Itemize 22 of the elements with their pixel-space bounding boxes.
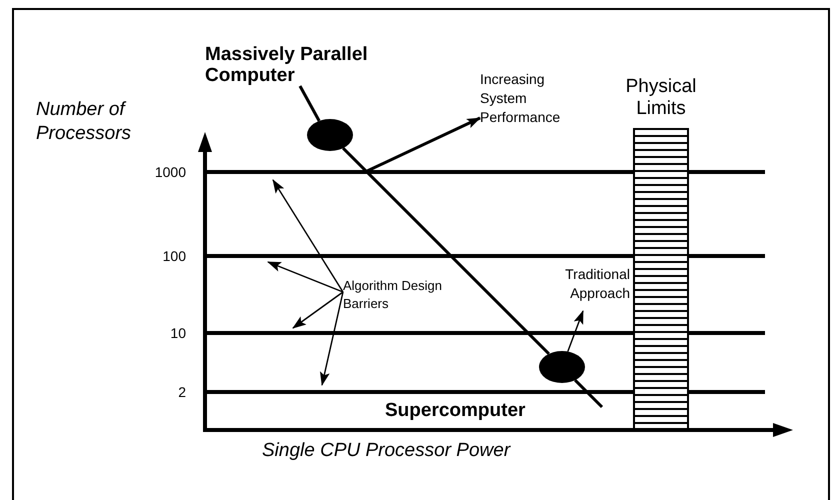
arrow — [320, 292, 344, 386]
text-label: Increasing System Performance — [480, 70, 580, 136]
arrow — [567, 310, 584, 352]
text-label: Traditional Approach — [528, 265, 630, 311]
text-label: Massively Parallel Computer — [205, 44, 390, 86]
connector-line — [342, 147, 550, 355]
connector-line — [298, 85, 320, 122]
axis-label: Number of Processors — [36, 98, 132, 146]
text-label: Algorithm Design Barriers — [343, 277, 443, 315]
tick-label: 1000 — [154, 163, 186, 182]
connector-line — [574, 379, 604, 408]
text-label: Supercomputer — [385, 398, 585, 424]
arrow — [292, 291, 344, 329]
ellipse-marker — [539, 351, 585, 383]
axis-label: Single CPU Processor Power — [262, 439, 512, 463]
arrow — [272, 179, 344, 292]
ellipse-marker — [307, 119, 353, 151]
tick-label: 10 — [169, 324, 186, 343]
tick-label: 100 — [162, 247, 186, 266]
arrow — [267, 261, 344, 293]
heading: Physical Limits — [625, 76, 697, 120]
tick-label: 2 — [177, 383, 186, 402]
